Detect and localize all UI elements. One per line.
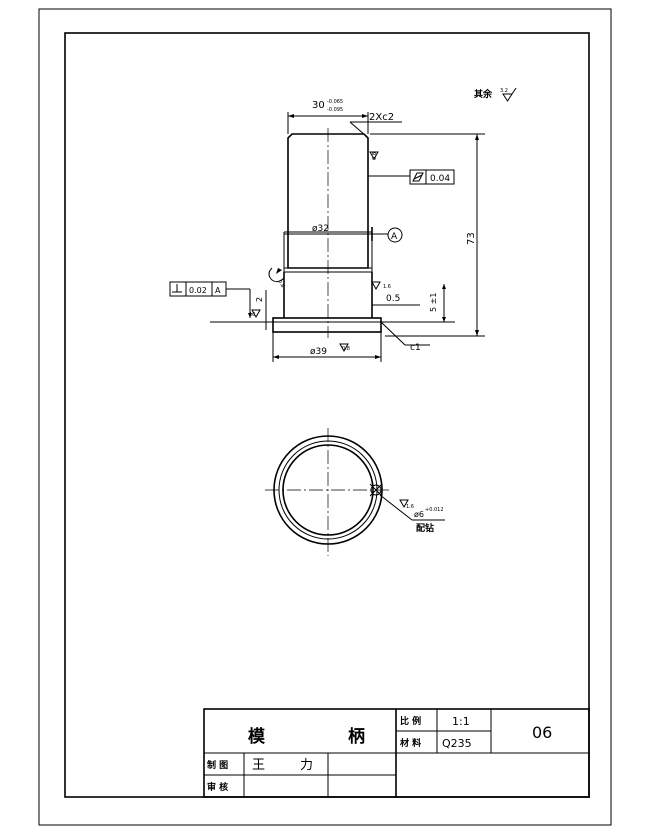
rough-step: 1.6 <box>383 284 391 290</box>
scale-value: 1:1 <box>452 715 470 728</box>
chamfer-note: 2Xc2 <box>369 112 394 123</box>
drawn-name-2: 力 <box>300 758 313 773</box>
pin-hole <box>370 484 382 496</box>
dim-height-73: 73 <box>466 232 477 245</box>
plan-view: ø6 +0.012 配钻 1.6 <box>265 428 445 556</box>
rough-flange: 0.8 <box>342 346 350 352</box>
runout-icon <box>412 172 424 182</box>
datum-a-circle <box>387 227 403 243</box>
dim-length-30: 30 <box>312 100 325 111</box>
dim-dia-32: ø32 <box>312 224 329 234</box>
runout-value: 0.04 <box>430 174 450 184</box>
part-name-1: 模 <box>248 726 266 747</box>
perp-datum: A <box>215 286 221 295</box>
dim-height-2: 2 <box>255 297 264 302</box>
rough-groove: 0.8 <box>276 279 285 289</box>
part-name-2: 柄 <box>348 726 365 747</box>
perp-value: 0.02 <box>189 286 207 295</box>
dim-tol-upper: -0.065 <box>327 99 343 105</box>
other-label: 其余 <box>474 88 493 100</box>
flange <box>272 317 382 333</box>
material-label: 材 料 <box>399 737 421 749</box>
checked-label: 审 核 <box>207 781 228 793</box>
dim-step-05: 0.5 <box>386 294 400 304</box>
pin-hole-tol: +0.012 <box>425 507 444 513</box>
dim-height-5: 5 ±1 <box>429 293 438 312</box>
front-view: 30 -0.065 -0.095 2Xc2 0.8 0.04 73 ø32 A … <box>169 87 517 362</box>
rough-shank: 0.8 <box>372 152 378 160</box>
runout-frame <box>409 169 455 185</box>
drawn-name-1: 王 <box>252 758 265 773</box>
drawing-number: 06 <box>532 723 552 742</box>
rough-base-left: 16 <box>249 312 255 318</box>
chamfer-c1: c1 <box>410 343 421 353</box>
pin-rough: 1.6 <box>406 504 414 510</box>
datum-a: A <box>391 232 398 242</box>
inner-frame <box>64 32 590 798</box>
title-block: 模 柄 比 例 1:1 材 料 Q235 06 制 图 王 力 审 核 <box>203 708 590 798</box>
scale-label: 比 例 <box>400 715 421 727</box>
roughness-icon <box>502 87 517 102</box>
material-value: Q235 <box>442 737 472 750</box>
perpendicular-icon <box>172 284 182 293</box>
dim-dia-39: ø39 <box>310 347 327 357</box>
pin-hole-note: 配钻 <box>416 522 434 534</box>
other-value: 3.2 <box>500 88 508 94</box>
drawn-label: 制 图 <box>207 759 228 771</box>
outer-border <box>38 8 612 826</box>
dim-tol-lower: -0.095 <box>327 107 343 113</box>
pin-hole-dia: ø6 <box>414 510 424 519</box>
